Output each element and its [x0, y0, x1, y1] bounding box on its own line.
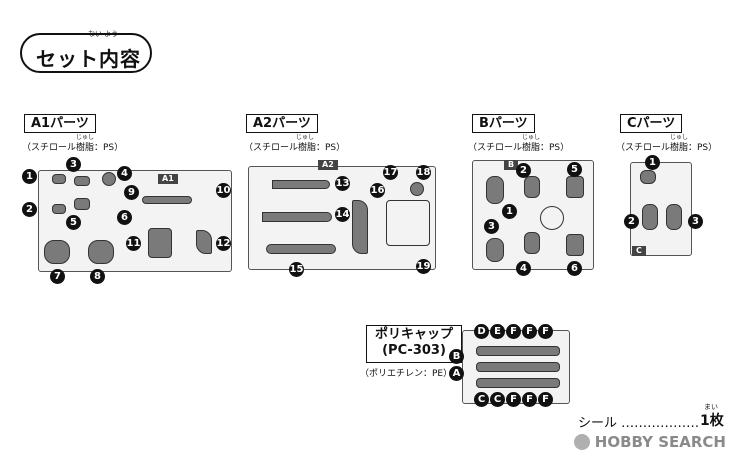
- pc-marker-top-1: D: [474, 324, 489, 339]
- b-marker-6: 6: [567, 261, 582, 276]
- material-a1: （スチロール樹脂：PS）: [22, 143, 124, 153]
- material-ruby-a2: じゅし: [296, 134, 315, 141]
- a1-marker-12: 12: [216, 236, 231, 251]
- section-label-a1: A1パーツ: [24, 114, 96, 133]
- a2-part-spike-3: [266, 244, 336, 254]
- a2-part-knob: [410, 182, 424, 196]
- a1-marker-8: 8: [90, 269, 105, 284]
- a2-part-spike-2: [262, 212, 332, 222]
- section-label-polycap: ポリキャップ (PC-303): [366, 325, 463, 363]
- sprue-code-c: C: [632, 246, 646, 256]
- pc-marker-top-5: F: [538, 324, 553, 339]
- a1-part-armor-left: [44, 240, 70, 264]
- a1-part-small-2: [74, 176, 90, 186]
- c-marker-3: 3: [688, 214, 703, 229]
- pc-part-row-mid: [476, 362, 560, 372]
- seal-count-ruby: まい: [704, 403, 718, 411]
- c-marker-1: 1: [645, 155, 660, 170]
- a1-marker-4: 4: [117, 166, 132, 181]
- a1-marker-6: 6: [117, 210, 132, 225]
- a2-part-frame: [386, 200, 430, 246]
- a1-marker-9: 9: [124, 185, 139, 200]
- b-part-3: [486, 238, 504, 262]
- a2-marker-19: 19: [416, 259, 431, 274]
- b-part-6: [566, 234, 584, 256]
- pc-part-row-bottom: [476, 378, 560, 388]
- material-a2: （スチロール樹脂：PS）: [244, 143, 346, 153]
- a1-part-bar: [142, 196, 192, 204]
- c-part-3: [666, 204, 682, 230]
- a1-part-blade: [196, 230, 212, 254]
- page-title: セット内容: [36, 47, 141, 71]
- b-part-4: [524, 232, 540, 254]
- sprue-code-a1: A1: [158, 174, 178, 184]
- a1-marker-5: 5: [66, 215, 81, 230]
- polycap-label-line2: (PC-303): [382, 343, 446, 358]
- a1-marker-3: 3: [66, 157, 81, 172]
- material-polycap: （ポリエチレン：PE）: [360, 369, 453, 379]
- b-marker-1: 1: [502, 204, 517, 219]
- a1-part-ring: [102, 172, 116, 186]
- pc-part-row-top: [476, 346, 560, 356]
- a1-part-armor-right: [88, 240, 114, 264]
- pc-marker-bottom-4: F: [522, 392, 537, 407]
- pc-marker-top-4: F: [522, 324, 537, 339]
- a2-marker-17: 17: [383, 165, 398, 180]
- a2-marker-15: 15: [289, 262, 304, 277]
- hobby-search-logo-icon: [574, 434, 590, 450]
- pc-marker-top-2: E: [490, 324, 505, 339]
- b-part-1: [486, 176, 504, 204]
- b-marker-4: 4: [516, 261, 531, 276]
- material-c: （スチロール樹脂：PS）: [616, 143, 718, 153]
- material-b: （スチロール樹脂：PS）: [468, 143, 570, 153]
- b-part-2: [524, 176, 540, 198]
- a2-marker-16: 16: [370, 183, 385, 198]
- a1-marker-11: 11: [126, 236, 141, 251]
- a1-marker-1: 1: [22, 169, 37, 184]
- b-marker-3: 3: [484, 219, 499, 234]
- a2-part-wing: [352, 200, 368, 254]
- pc-marker-side-a: A: [449, 366, 464, 381]
- a2-marker-14: 14: [335, 207, 350, 222]
- a1-marker-7: 7: [50, 269, 65, 284]
- section-label-b: Bパーツ: [472, 114, 535, 133]
- c-part-1: [640, 170, 656, 184]
- watermark: HOBBY SEARCH: [594, 433, 726, 451]
- polycap-label-line1: ポリキャップ: [375, 327, 454, 342]
- seal-count: 1枚: [700, 413, 724, 429]
- material-ruby-a1: じゅし: [76, 134, 95, 141]
- a2-marker-13: 13: [335, 176, 350, 191]
- pc-marker-side-b: B: [449, 349, 464, 364]
- a2-marker-18: 18: [416, 165, 431, 180]
- material-ruby-c: じゅし: [670, 134, 689, 141]
- section-label-a2: A2パーツ: [246, 114, 318, 133]
- pc-marker-bottom-1: C: [474, 392, 489, 407]
- section-label-c: Cパーツ: [620, 114, 683, 133]
- a2-part-spike-1: [272, 180, 330, 189]
- a1-marker-10: 10: [216, 183, 231, 198]
- a1-part-small-3: [52, 204, 66, 214]
- title-pill: セット内容: [20, 33, 152, 73]
- pc-marker-bottom-3: F: [506, 392, 521, 407]
- b-part-ring: [540, 206, 564, 230]
- a1-part-small-1: [52, 174, 66, 184]
- sprue-code-a2: A2: [318, 160, 338, 170]
- a1-marker-2: 2: [22, 202, 37, 217]
- b-marker-5: 5: [567, 162, 582, 177]
- material-ruby-b: じゅし: [522, 134, 541, 141]
- b-marker-2: 2: [516, 163, 531, 178]
- a1-part-core: [148, 228, 172, 258]
- c-marker-2: 2: [624, 214, 639, 229]
- pc-marker-top-3: F: [506, 324, 521, 339]
- b-part-5: [566, 176, 584, 198]
- sprue-code-b: B: [504, 160, 519, 170]
- c-part-2: [642, 204, 658, 230]
- pc-marker-bottom-5: F: [538, 392, 553, 407]
- pc-marker-bottom-2: C: [490, 392, 505, 407]
- seal-label: シール ………………: [578, 416, 700, 431]
- a1-part-small-4: [74, 198, 90, 210]
